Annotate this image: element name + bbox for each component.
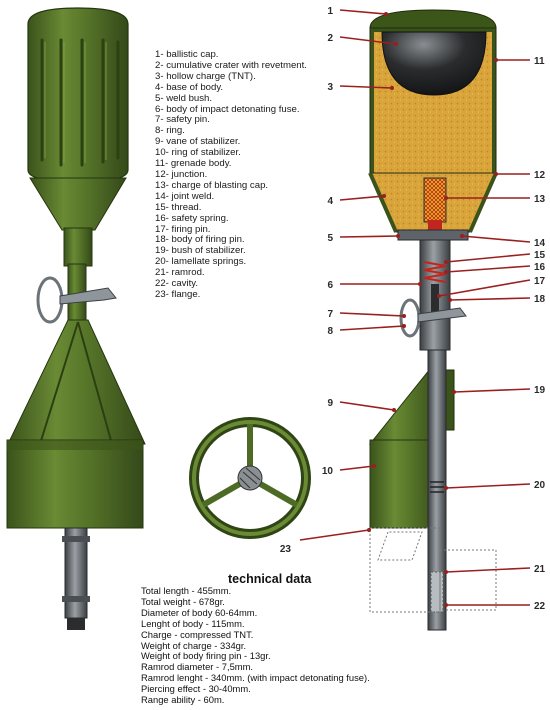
fuse-body-exterior — [63, 227, 93, 267]
legend-item: 3- hollow charge (TNT). — [155, 70, 256, 82]
legend-item: 6- body of impact detonating fuse. — [155, 103, 300, 115]
legend-item: 23- flange. — [155, 288, 201, 300]
legend-item: 18- body of firing pin. — [155, 234, 245, 246]
callout-22: 22 — [534, 601, 546, 612]
technical-data-line: Weight of charge - 334gr. — [141, 639, 247, 651]
technical-data-line: Lenght of body - 115mm. — [141, 617, 245, 629]
callout-numbers: 1 2 3 4 5 6 7 8 9 10 11 12 13 14 15 16 1… — [280, 6, 546, 612]
firing-pin — [431, 284, 439, 314]
callout-9: 9 — [327, 398, 333, 409]
callout-13: 13 — [534, 194, 546, 205]
technical-data-line: Total length - 455mm. — [141, 585, 232, 596]
extended-position-outline — [369, 527, 497, 613]
safety-ring — [36, 276, 64, 324]
callout-17: 17 — [534, 276, 546, 287]
callout-11: 11 — [534, 56, 545, 67]
legend-item: 11- grenade body. — [155, 158, 232, 170]
ramrod-cavity — [430, 571, 444, 613]
legend-item: 20- lamellate springs. — [155, 256, 247, 268]
grenade-exterior-view — [6, 7, 146, 630]
callout-16: 16 — [534, 262, 546, 273]
legend-item: 17- firing pin. — [155, 223, 211, 235]
callout-7: 7 — [327, 309, 333, 320]
technical-data-line: Diameter of body 60-64mm. — [141, 606, 258, 618]
technical-data-line: Weight of body firing pin - 13gr. — [141, 650, 271, 662]
callout-19: 19 — [534, 385, 546, 396]
callout-5: 5 — [327, 233, 333, 244]
legend-item: 10- ring of stabilizer. — [155, 147, 241, 159]
callout-15: 15 — [534, 250, 546, 261]
technical-data-line: Piercing effect - 30-40mm. — [141, 683, 251, 695]
legend-item: 4- base of body. — [155, 81, 224, 93]
legend-item: 19- bush of stabilizer. — [155, 245, 246, 257]
callout-6: 6 — [327, 280, 333, 291]
legend-item: 8- ring. — [155, 125, 185, 137]
legend-item: 2- cumulative crater with revetment. — [155, 59, 307, 71]
legend-item: 1- ballistic cap. — [155, 49, 219, 60]
parts-legend: 1- ballistic cap.2- cumulative crater wi… — [155, 49, 307, 301]
body-flutes — [40, 38, 120, 167]
legend-item: 14- joint weld. — [155, 190, 215, 202]
callout-21: 21 — [534, 564, 546, 575]
lamellate-springs — [430, 481, 444, 493]
callout-8: 8 — [327, 326, 333, 337]
technical-data-line: Ramrod lenght - 340mm. (with impact deto… — [141, 672, 370, 684]
stabilizer-flange-section — [189, 417, 311, 539]
callout-arrows — [299, 9, 531, 606]
callout-3: 3 — [327, 82, 333, 93]
technical-data-line: Charge - compressed TNT. — [141, 628, 254, 640]
callout-12: 12 — [534, 170, 546, 181]
legend-item: 21- ramrod. — [155, 267, 205, 279]
technical-data-title: technical data — [228, 572, 312, 586]
legend-item: 7- safety pin. — [155, 114, 210, 126]
safety-pin — [59, 287, 117, 305]
legend-item: 16- safety spring. — [155, 212, 229, 224]
technical-data-line: Range ability - 60m. — [141, 694, 225, 706]
legend-item: 22- cavity. — [155, 278, 199, 290]
cumulative-crater — [381, 31, 487, 96]
technical-data-line: Total weight - 678gr. — [141, 595, 225, 607]
technical-data-line: Ramrod diameter - 7,5mm. — [141, 661, 254, 673]
ballistic-cap — [369, 9, 497, 33]
body-base-exterior — [29, 177, 127, 231]
callout-1: 1 — [327, 6, 333, 17]
legend-item: 9- vane of stabilizer. — [155, 136, 241, 148]
callout-14: 14 — [534, 238, 546, 249]
legend-item: 5- weld bush. — [155, 92, 213, 104]
callout-23: 23 — [280, 544, 292, 555]
callout-18: 18 — [534, 294, 546, 305]
weld-bush — [397, 229, 469, 241]
technical-data-list: Total length - 455mm.Total weight - 678g… — [141, 585, 370, 706]
blasting-cap-charge — [423, 177, 447, 223]
callout-4: 4 — [327, 196, 333, 207]
safety-spring — [423, 261, 447, 283]
legend-item: 15- thread. — [155, 201, 202, 213]
callout-2: 2 — [327, 33, 333, 44]
stabilizer-vanes-exterior — [7, 319, 146, 445]
callout-10: 10 — [322, 466, 334, 477]
legend-item: 12- junction. — [155, 168, 208, 180]
legend-item: 13- charge of blasting cap. — [155, 179, 269, 191]
callout-20: 20 — [534, 480, 546, 491]
stabilizer-ring-exterior — [6, 439, 144, 529]
grenade-cutaway-view — [368, 9, 498, 631]
